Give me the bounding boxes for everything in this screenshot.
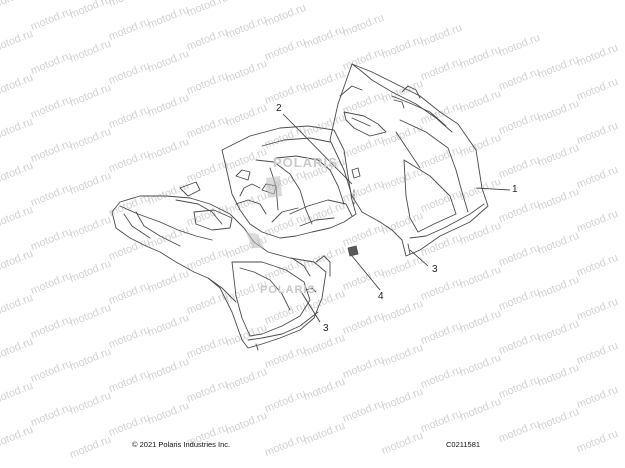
rear-vent-slot [343,111,387,137]
brand-stamp: POLARIS [273,155,338,170]
center-floor [221,125,357,239]
rear-fender-panel [403,159,457,233]
callout-3-right: 3 [432,264,438,275]
front-fender-panel [231,261,311,337]
callout-3-left: 3 [323,323,329,334]
rear-fender-right [329,63,489,257]
callout-4: 4 [378,291,384,302]
leader-line-3a [299,289,321,323]
leader-line-1 [475,187,511,191]
front-vent-slot [193,209,233,231]
callout-1: 1 [512,184,518,195]
front-fender-left [111,195,327,349]
drawing-code: C0211581 [446,440,481,449]
copyright-text: © 2021 Polaris Industries Inc. [132,440,231,449]
shade-block-1 [266,176,282,198]
rivet-part-4 [347,245,359,257]
brand-stamp-small: POLARIS [260,284,316,296]
shade-block-2 [246,232,264,248]
callout-2: 2 [276,103,282,114]
leader-line-4 [351,255,381,291]
leader-line-2 [282,113,353,185]
fastener-boss [351,167,361,179]
leader-line-3b [409,249,429,267]
